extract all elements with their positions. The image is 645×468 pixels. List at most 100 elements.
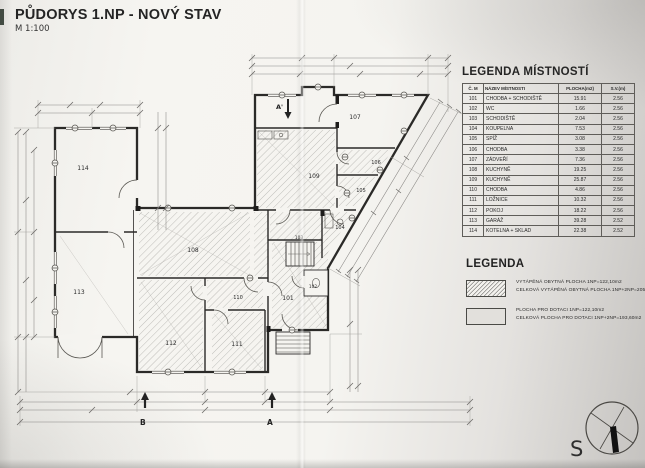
cell-height: 2.56 <box>601 194 635 207</box>
legend-item-heated: VYTÁPĚNÁ OBYTNÁ PLOCHA 1NP=122,10m2 CELK… <box>466 279 645 297</box>
reference-markers <box>51 83 408 376</box>
section-markers: B A A' <box>140 99 292 427</box>
cell-height: 2.56 <box>601 174 635 186</box>
cell-name: KOUPELNA <box>483 123 559 135</box>
cell-height: 2.52 <box>601 215 635 227</box>
section-marker-a: A <box>267 392 276 427</box>
room-label: 109 <box>308 173 320 180</box>
cell-height: 2.56 <box>601 123 635 135</box>
cell-num: 112 <box>462 205 484 217</box>
legend-line: CELKOVÁ VYTÁPĚNÁ OBYTNÁ PLOCHA 1NP+2NP=2… <box>516 288 645 294</box>
svg-text:A: A <box>267 418 273 427</box>
cell-num: 113 <box>462 215 484 227</box>
cell-height: 2.56 <box>601 103 635 115</box>
room-label: 113 <box>73 289 85 296</box>
cell-num: 104 <box>462 123 484 135</box>
column-header: S.V.(m) <box>601 83 635 94</box>
cell-num: 101 <box>462 92 484 105</box>
room-label: 106 <box>371 160 381 166</box>
cell-area: 1.66 <box>558 103 602 115</box>
page-title: PŮDORYS 1.NP - NOVÝ STAV <box>15 7 222 23</box>
wall-piers <box>135 95 339 332</box>
room-label: 102 <box>309 284 317 290</box>
cell-height: 2.56 <box>601 205 635 217</box>
cell-num: 114 <box>462 225 484 237</box>
cell-name: LOŽNICE <box>483 194 559 207</box>
room-label: 110 <box>233 295 243 301</box>
cell-name: SCHODIŠTĚ <box>483 113 559 125</box>
cell-height: 2.56 <box>601 184 635 196</box>
entrance-steps <box>275 331 311 355</box>
room-label: 107 <box>349 114 361 121</box>
column-header: Č. M <box>462 83 484 94</box>
cell-area: 3.08 <box>558 133 602 145</box>
title-block: PŮDORYS 1.NP - NOVÝ STAV M 1:100 <box>15 7 222 34</box>
room-label: 105 <box>356 188 366 194</box>
compass-south-label: S <box>570 437 583 461</box>
cell-area: 22.38 <box>558 225 602 237</box>
room-label: 104 <box>335 225 345 231</box>
cell-name: KOTELNA + SKLAD <box>483 225 559 237</box>
hatched-swatch-icon <box>466 280 506 297</box>
cell-name: POKOJ <box>483 205 559 217</box>
cell-name: WC <box>483 103 559 115</box>
area-legend-heading: LEGENDA <box>466 258 525 270</box>
svg-text:A': A' <box>276 103 283 111</box>
cell-num: 108 <box>462 164 484 176</box>
cell-name: SPÍŽ <box>483 133 559 145</box>
dimension-ticks <box>14 54 474 426</box>
cell-name: KUCHYNĚ <box>483 164 559 176</box>
cell-num: 106 <box>462 143 484 156</box>
room-label: 108 <box>187 247 199 254</box>
scale-label: M 1:100 <box>15 24 50 34</box>
cell-name: CHODBA <box>483 184 559 196</box>
cell-name: CHODBA <box>483 143 559 156</box>
cell-num: 105 <box>462 133 484 145</box>
legend-line: PLOCHA PRO DOTACI 1NP=122,10m2 <box>516 308 605 313</box>
room-legend-heading: LEGENDA MÍSTNOSTÍ <box>462 66 589 78</box>
cell-name: KUCHYNĚ <box>483 174 559 186</box>
cell-height: 2.56 <box>601 143 635 156</box>
cell-area: 25.87 <box>558 174 602 186</box>
cell-height: 2.56 <box>601 164 635 176</box>
cell-name: CHODBA + SCHODIŠTĚ <box>483 92 559 105</box>
cell-area: 10.32 <box>558 194 602 207</box>
legend-line: CELKOVÁ PLOCHA PRO DOTACI 1NP+2NP=193,60… <box>516 316 642 322</box>
cell-area: 2.04 <box>558 113 602 125</box>
cell-num: 111 <box>462 194 484 207</box>
compass-icon: S <box>570 401 639 461</box>
cell-height: 2.56 <box>601 133 635 145</box>
column-header: NÁZEV MÍSTNOSTI <box>483 83 559 94</box>
cell-area: 7.36 <box>558 154 602 166</box>
area-legend: LEGENDA VYTÁPĚNÁ OBYTNÁ PLOCHA 1NP=122,1… <box>466 258 645 335</box>
cell-area: 39.28 <box>558 215 602 227</box>
fixtures <box>257 130 344 288</box>
room-label: 114 <box>77 165 89 172</box>
section-marker-b: B <box>140 392 149 427</box>
room-label: 112 <box>165 340 177 347</box>
column-header: PLOCHA(m2) <box>558 83 602 94</box>
svg-text:B: B <box>140 418 146 427</box>
legend-line: VYTÁPĚNÁ OBYTNÁ PLOCHA 1NP=122,10m2 <box>516 280 622 285</box>
cell-area: 15.91 <box>558 92 602 105</box>
interior-stairs <box>285 241 315 267</box>
cell-area: 7.53 <box>558 123 602 135</box>
cell-area: 18.22 <box>558 205 602 217</box>
cell-height: 2.56 <box>601 154 635 166</box>
